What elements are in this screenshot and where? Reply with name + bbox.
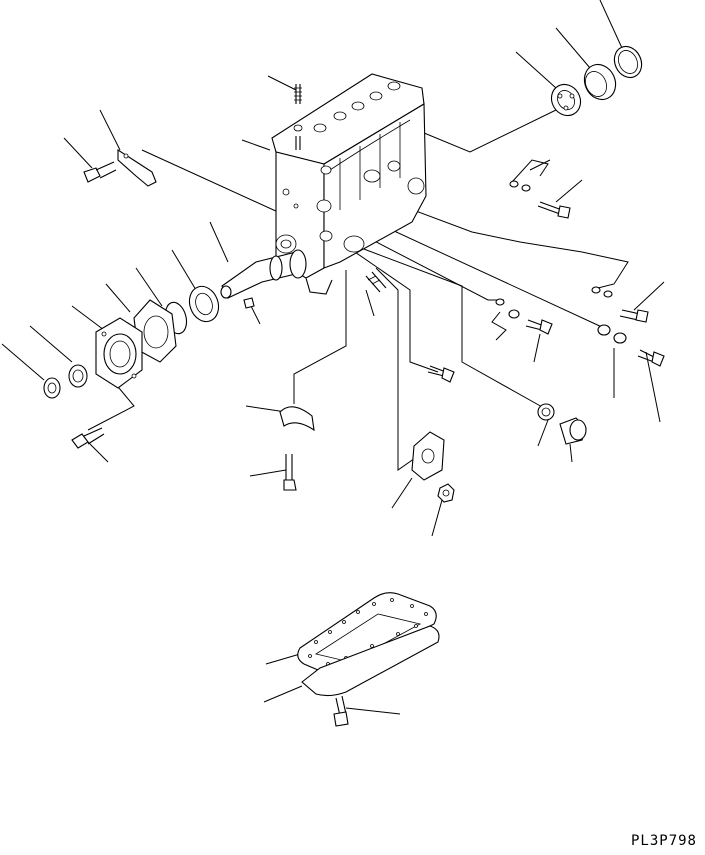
leader-line: [242, 140, 270, 150]
washer-icon: [510, 181, 518, 187]
bolt-icon: [284, 454, 296, 490]
washer-icon: [598, 325, 610, 335]
leader-line: [512, 160, 548, 182]
leader-line: [646, 352, 660, 422]
leader-line: [250, 470, 286, 476]
leader-line: [432, 500, 442, 536]
leader-line: [294, 270, 346, 404]
leader-line: [600, 0, 622, 48]
gasket-icon: [302, 626, 439, 696]
leader-line: [492, 312, 506, 340]
leader-line: [88, 442, 108, 462]
leader-line: [64, 138, 92, 168]
bearing-icon: [546, 79, 586, 121]
washer-icon: [509, 310, 519, 318]
bolt-icon: [366, 272, 386, 292]
leader-line: [412, 110, 556, 152]
bolt-icon: [638, 350, 664, 366]
bolt-icon: [620, 310, 648, 322]
washer-icon: [522, 185, 530, 191]
leader-line: [322, 176, 628, 288]
leader-line: [142, 150, 278, 212]
leader-line: [530, 160, 550, 170]
bolt-icon: [538, 202, 570, 218]
camshaft-icon: [221, 250, 306, 298]
leader-line: [366, 290, 374, 316]
leader-line: [172, 250, 196, 290]
leader-line: [538, 420, 548, 446]
leader-line: [534, 334, 540, 362]
leader-line: [346, 708, 400, 714]
leader-line: [634, 282, 664, 310]
leader-line: [72, 306, 104, 330]
oil-seal-icon: [69, 365, 87, 387]
nut-icon: [438, 484, 454, 502]
bolt-icon: [334, 696, 348, 726]
bottom-cover-icon: [298, 593, 437, 672]
leader-line: [88, 382, 134, 430]
bolt-icon: [72, 428, 104, 448]
leader-lines: [2, 0, 664, 714]
leader-line: [352, 250, 438, 372]
leader-line: [30, 326, 72, 362]
bracket-icon: [118, 150, 156, 186]
washer-icon: [614, 333, 626, 343]
bolt-icon: [428, 366, 454, 382]
drawing-code: PL3P798: [630, 833, 697, 849]
washer-icon: [496, 299, 504, 305]
leader-line: [106, 284, 130, 312]
leader-line: [556, 28, 590, 68]
washer-icon: [592, 287, 600, 293]
leader-line: [210, 222, 228, 262]
bolt-icon: [296, 136, 300, 150]
leader-line: [570, 444, 572, 462]
washer-icon: [538, 404, 554, 420]
leader-line: [324, 234, 544, 408]
bearing-icon: [579, 59, 621, 104]
bolt-icon: [294, 84, 302, 104]
washer-icon: [604, 291, 612, 297]
leader-line: [266, 654, 300, 664]
oil-seal-icon: [609, 42, 646, 82]
leader-line: [2, 344, 44, 380]
bolt-icon: [526, 320, 552, 334]
leader-line: [246, 406, 286, 412]
gasket-icon: [412, 432, 444, 480]
bracket-icon: [280, 407, 314, 430]
plug-icon: [244, 298, 254, 308]
leader-line: [264, 686, 302, 702]
leader-line: [392, 478, 412, 508]
leader-line: [136, 268, 162, 306]
bearing-cover-icon: [96, 318, 142, 388]
leader-line: [100, 110, 120, 150]
washer-icon: [44, 378, 60, 398]
leader-line: [556, 180, 582, 202]
leader-line: [516, 52, 556, 88]
bearing-icon: [185, 282, 224, 325]
injection-pump-housing-icon: [272, 74, 426, 294]
leader-line: [376, 268, 418, 470]
leader-line: [268, 76, 296, 90]
bolt-icon: [84, 162, 116, 182]
plug-icon: [560, 418, 586, 444]
